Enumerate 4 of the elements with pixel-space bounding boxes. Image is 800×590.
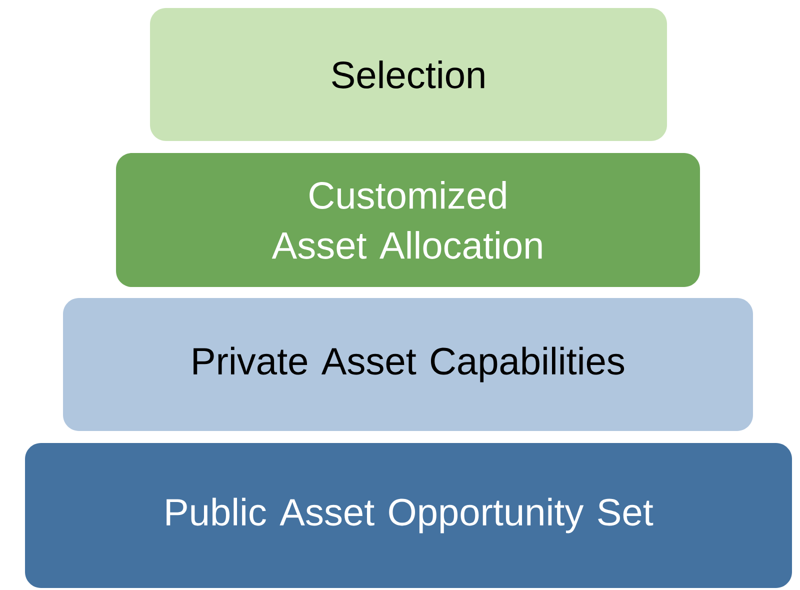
pyramid-tier: Private Asset Capabilities: [63, 298, 753, 431]
pyramid-tier: Selection: [150, 8, 667, 141]
pyramid-tier: Public Asset Opportunity Set: [25, 443, 792, 588]
pyramid-tier: Customized Asset Allocation: [116, 153, 700, 287]
